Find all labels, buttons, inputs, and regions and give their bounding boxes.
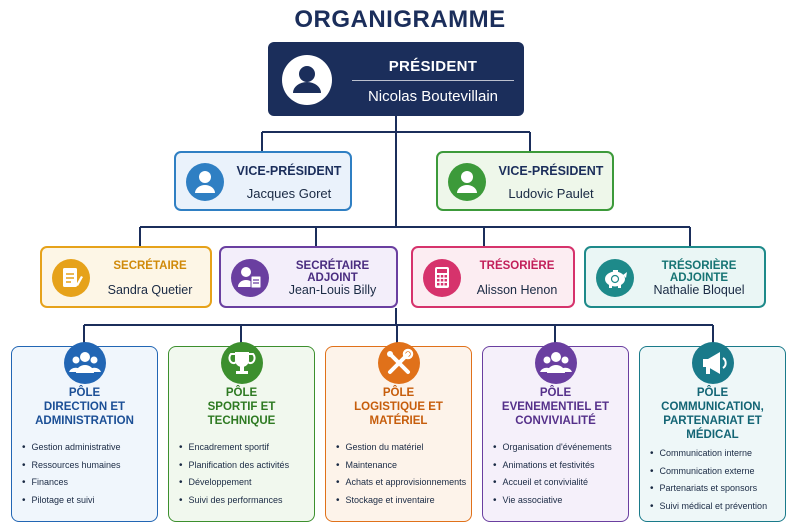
list-item: Achats et approvisionnements: [336, 474, 467, 492]
president-name: Nicolas Boutevillain: [367, 88, 499, 105]
pole-label: PÔLE: [68, 387, 101, 399]
list-item: Communication interne: [650, 445, 781, 463]
treasurer-box: TRÉSORIÈRE Alisson Henon: [411, 246, 575, 308]
person-icon: [448, 163, 486, 201]
officer-name: Sandra Quetier: [107, 283, 193, 297]
person-icon: [186, 163, 224, 201]
people-icon: [63, 342, 106, 384]
user-document-icon: [231, 259, 269, 297]
officer-name: Nathalie Bloquel: [653, 283, 745, 297]
pole-label: PÔLE: [696, 387, 729, 399]
pole-sportif: PÔLE SPORTIF ET TECHNIQUE Encadrement sp…: [168, 342, 315, 522]
list-item: Vie associative: [493, 492, 624, 510]
pole-title: EVENEMENTIEL ET CONVIVIALITÉ: [501, 401, 610, 427]
tools-icon: [377, 342, 420, 384]
list-item: Organisation d'événements: [493, 439, 624, 457]
pole-title: COMMUNICATION, PARTENARIAT ET MÉDICAL: [661, 401, 764, 441]
president-role: PRÉSIDENT: [388, 58, 478, 75]
secretary-box: SECRÉTAIRE Sandra Quetier: [40, 246, 212, 308]
pole-task-list: Communication interne Communication exte…: [650, 445, 781, 515]
group-icon: [534, 342, 577, 384]
trophy-icon: [220, 342, 263, 384]
list-item: Finances: [22, 474, 153, 492]
pole-label: PÔLE: [225, 387, 258, 399]
officer-role: TRÉSORIÈRE ADJOINTE: [661, 260, 737, 284]
officer-role: TRÉSORIÈRE: [479, 260, 555, 272]
piggy-bank-icon: [596, 259, 634, 297]
list-item: Encadrement sportif: [179, 439, 310, 457]
president-box: PRÉSIDENT Nicolas Boutevillain: [268, 42, 524, 116]
list-item: Maintenance: [336, 457, 467, 475]
pole-task-list: Gestion du matériel Maintenance Achats e…: [336, 439, 467, 509]
pole-title: LOGISTIQUE ET MATÉRIEL: [354, 401, 443, 427]
officer-role: SECRÉTAIRE ADJOINT: [295, 260, 370, 284]
list-item: Gestion administrative: [22, 439, 153, 457]
list-item: Pilotage et suivi: [22, 492, 153, 510]
page-title: ORGANIGRAMME: [294, 6, 506, 33]
list-item: Partenariats et sponsors: [650, 480, 781, 498]
list-item: Suivi médical et prévention: [650, 498, 781, 516]
vice-president-role: VICE-PRÉSIDENT: [236, 164, 342, 178]
pole-title: DIRECTION ET ADMINISTRATION: [35, 401, 134, 427]
calculator-icon: [423, 259, 461, 297]
pole-task-list: Encadrement sportif Planification des ac…: [179, 439, 310, 509]
megaphone-icon: [691, 342, 734, 384]
pole-evenementiel: PÔLE EVENEMENTIEL ET CONVIVIALITÉ Organi…: [482, 342, 629, 522]
pole-title: SPORTIF ET TECHNIQUE: [207, 401, 276, 427]
officer-role: SECRÉTAIRE: [113, 260, 187, 272]
notepad-icon: [52, 259, 90, 297]
vice-president-role: VICE-PRÉSIDENT: [498, 164, 604, 178]
list-item: Ressources humaines: [22, 457, 153, 475]
officer-name: Alisson Henon: [476, 283, 558, 297]
pole-task-list: Gestion administrative Ressources humain…: [22, 439, 153, 509]
vice-president-box-2: VICE-PRÉSIDENT Ludovic Paulet: [436, 151, 614, 211]
pole-direction: PÔLE DIRECTION ET ADMINISTRATION Gestion…: [11, 342, 158, 522]
person-icon: [282, 55, 332, 105]
list-item: Communication externe: [650, 463, 781, 481]
list-item: Stockage et inventaire: [336, 492, 467, 510]
vice-president-box-1: VICE-PRÉSIDENT Jacques Goret: [174, 151, 352, 211]
deputy-secretary-box: SECRÉTAIRE ADJOINT Jean-Louis Billy: [219, 246, 398, 308]
pole-communication: PÔLE COMMUNICATION, PARTENARIAT ET MÉDIC…: [639, 342, 786, 522]
pole-logistique: PÔLE LOGISTIQUE ET MATÉRIEL Gestion du m…: [325, 342, 472, 522]
pole-task-list: Organisation d'événements Animations et …: [493, 439, 624, 509]
list-item: Développement: [179, 474, 310, 492]
officer-name: Jean-Louis Billy: [288, 283, 377, 297]
deputy-treasurer-box: TRÉSORIÈRE ADJOINTE Nathalie Bloquel: [584, 246, 766, 308]
vice-president-name: Ludovic Paulet: [508, 186, 594, 201]
vice-president-name: Jacques Goret: [246, 186, 332, 201]
list-item: Planification des activités: [179, 457, 310, 475]
list-item: Suivi des performances: [179, 492, 310, 510]
list-item: Animations et festivités: [493, 457, 624, 475]
list-item: Accueil et convivialité: [493, 474, 624, 492]
pole-label: PÔLE: [382, 387, 415, 399]
list-item: Gestion du matériel: [336, 439, 467, 457]
divider: [352, 80, 514, 81]
pole-label: PÔLE: [539, 387, 572, 399]
